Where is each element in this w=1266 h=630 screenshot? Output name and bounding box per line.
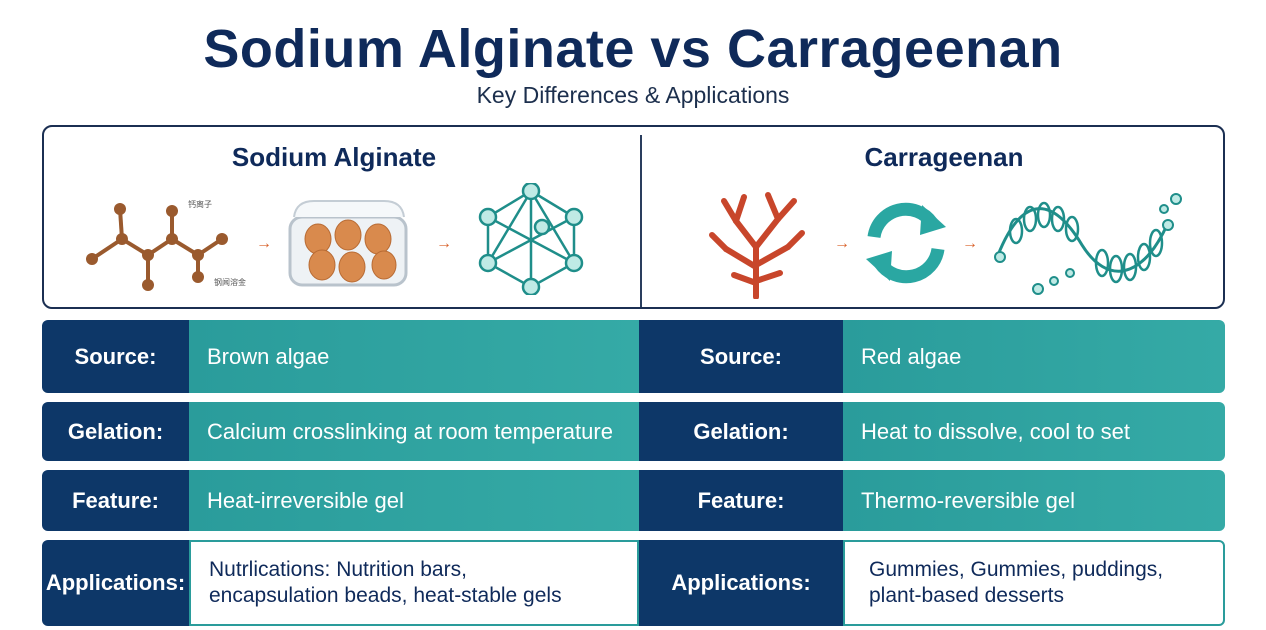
applications-left-line-1: Nutrlications: Nutrition bars, (209, 557, 467, 581)
feature-label-left: Feature: (42, 470, 189, 531)
arrow-icon: → (436, 235, 452, 252)
molecule-label-bottom: 钢闻溶金 (214, 278, 246, 287)
source-label-right: Source: (639, 320, 843, 393)
molecule-label-top: 钙离子 (188, 200, 212, 209)
page-subtitle: Key Differences & Applications (476, 82, 790, 108)
gel-network-icon (478, 183, 584, 295)
applications-right-line-1: Gummies, Gummies, puddings, (869, 557, 1164, 581)
applications-left-line-2: encapsulation beads, heat-stable gels (209, 584, 562, 607)
applications-row: Applications: Nutrlications: Nutrition b… (42, 540, 1225, 626)
gelation-row: Gelation: Calcium crosslinking at room t… (42, 402, 1225, 461)
arrow-icon: → (962, 235, 978, 252)
applications-label-right: Applications: (639, 540, 843, 626)
reversible-cycle-icon (866, 202, 946, 284)
gelation-label-left: Gelation: (42, 402, 189, 461)
carrageenan-heading: Carrageenan (864, 142, 1024, 172)
panel-divider (640, 135, 642, 307)
applications-value-left: Nutrlications: Nutrition bars, encapsula… (189, 540, 639, 626)
molecule-structure-icon (86, 203, 228, 291)
gelation-value-left: Calcium crosslinking at room temperature (189, 402, 639, 461)
applications-right-line-2: plant-based desserts (869, 584, 1064, 607)
feature-value-right: Thermo-reversible gel (843, 470, 1225, 531)
red-algae-icon (709, 192, 805, 299)
page-title: Sodium Alginate vs Carrageenan (203, 19, 1063, 79)
source-value-right: Red algae (843, 320, 1225, 393)
sodium-alginate-heading: Sodium Alginate (231, 142, 437, 172)
arrow-icon: → (256, 235, 272, 252)
source-row: Source: Brown algae Source: Red algae (42, 320, 1225, 393)
applications-label-left: Applications: (42, 540, 189, 626)
applications-value-right: Gummies, Gummies, puddings, plant-based … (843, 540, 1225, 626)
gelation-value-right: Heat to dissolve, cool to set (843, 402, 1225, 461)
illustration-panel: Sodium Alginate Carrageenan 钙离子 钢闻溶金 → (42, 125, 1225, 309)
source-label-left: Source: (42, 320, 189, 393)
source-value-left: Brown algae (189, 320, 639, 393)
arrow-icon: → (834, 235, 850, 252)
egg-container-icon (288, 200, 408, 287)
feature-value-left: Heat-irreversible gel (189, 470, 639, 531)
gelation-label-right: Gelation: (639, 402, 843, 461)
feature-row: Feature: Heat-irreversible gel Feature: … (42, 470, 1225, 531)
feature-label-right: Feature: (639, 470, 843, 531)
helix-chain-icon (994, 193, 1182, 295)
